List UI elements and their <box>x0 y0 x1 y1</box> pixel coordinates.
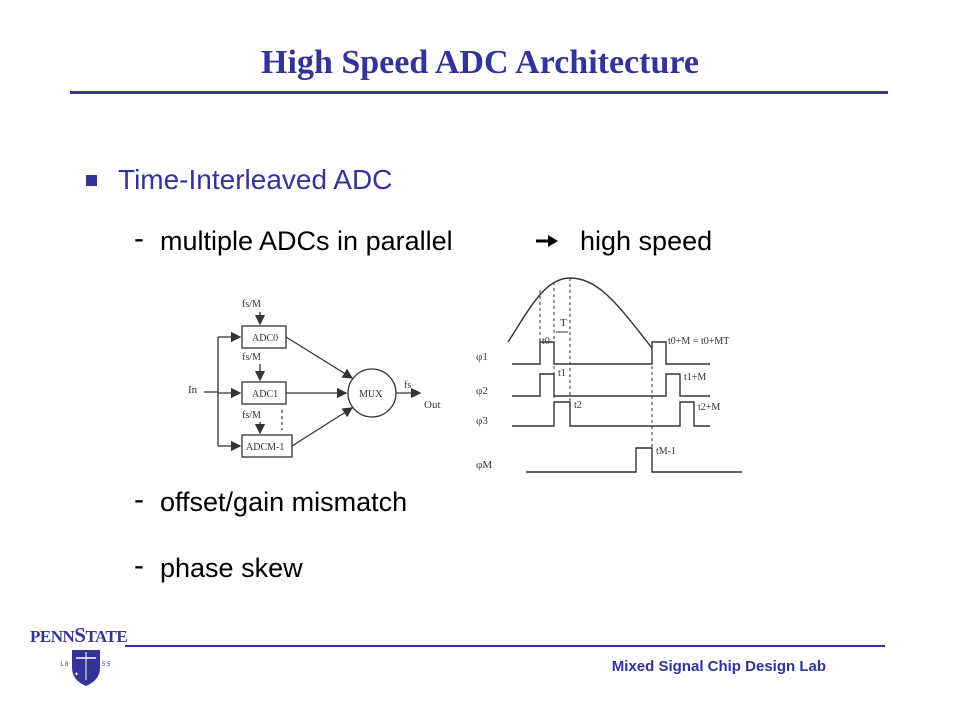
svg-text:5 5: 5 5 <box>102 662 111 668</box>
sample-curve <box>507 277 653 349</box>
T-label: T <box>560 317 567 329</box>
block-diagram: fs/M fs/M fs/M ADC0 ADC1 ADCM-1 In MUX f… <box>188 299 441 458</box>
footer-divider <box>125 645 885 647</box>
right-arrow-icon <box>536 235 558 247</box>
t1-label: t1 <box>558 368 566 379</box>
t0-label: t0 <box>542 336 550 347</box>
input-label: In <box>188 384 198 396</box>
clock-label-0: fs/M <box>242 299 261 310</box>
pennstate-logo: PENNSTATE ✦ 1 8 5 5 <box>30 624 128 686</box>
bullet-square-icon <box>86 175 97 186</box>
svg-text:PENNSTATE: PENNSTATE <box>30 624 127 647</box>
svg-text:✦: ✦ <box>74 671 79 678</box>
phi1-wave <box>512 341 710 365</box>
adc1-label: ADC1 <box>252 389 278 400</box>
adc0-label: ADC0 <box>252 333 278 344</box>
adcm-label: ADCM-1 <box>246 442 284 453</box>
clock-label-m: fs/M <box>242 410 261 421</box>
clock-label-1: fs/M <box>242 352 261 363</box>
sub-item-mismatch: offset/gain mismatch <box>160 487 408 517</box>
phi3-label: φ3 <box>476 415 488 427</box>
tm1-label: tM-1 <box>656 446 676 457</box>
t0m-label: t0+M = t0+MT <box>668 336 729 347</box>
sub-item-parallel: multiple ADCs in parallel <box>160 226 453 256</box>
dash-marker: - <box>134 483 144 516</box>
slide-title: High Speed ADC Architecture <box>261 44 699 81</box>
timing-diagram: T φ1 φ2 φ3 φM t0 t1 t2 t0+M = t0+MT t1+M… <box>476 277 742 473</box>
title-divider <box>70 91 888 94</box>
phi1-label: φ1 <box>476 351 488 363</box>
output-label: Out <box>424 399 441 411</box>
phim-label: φM <box>476 459 492 471</box>
fs-label: fs <box>404 380 411 391</box>
t1m-label: t1+M <box>684 372 706 383</box>
logo-year: 1 8 <box>60 662 69 668</box>
sub-item-phase-skew: phase skew <box>160 553 303 583</box>
dash-marker: - <box>134 549 144 582</box>
bullet-heading: Time-Interleaved ADC <box>118 164 393 195</box>
phi3-wave <box>512 401 710 427</box>
mux-label: MUX <box>359 389 383 400</box>
dash-marker: - <box>134 222 144 255</box>
phi2-label: φ2 <box>476 385 488 397</box>
t2m-label: t2+M <box>698 402 720 413</box>
phim-wave <box>526 447 742 473</box>
sub-item-high-speed: high speed <box>580 226 713 256</box>
t2-label: t2 <box>574 400 582 411</box>
phi2-wave <box>512 373 710 397</box>
footer-lab-name: Mixed Signal Chip Design Lab <box>611 658 826 675</box>
